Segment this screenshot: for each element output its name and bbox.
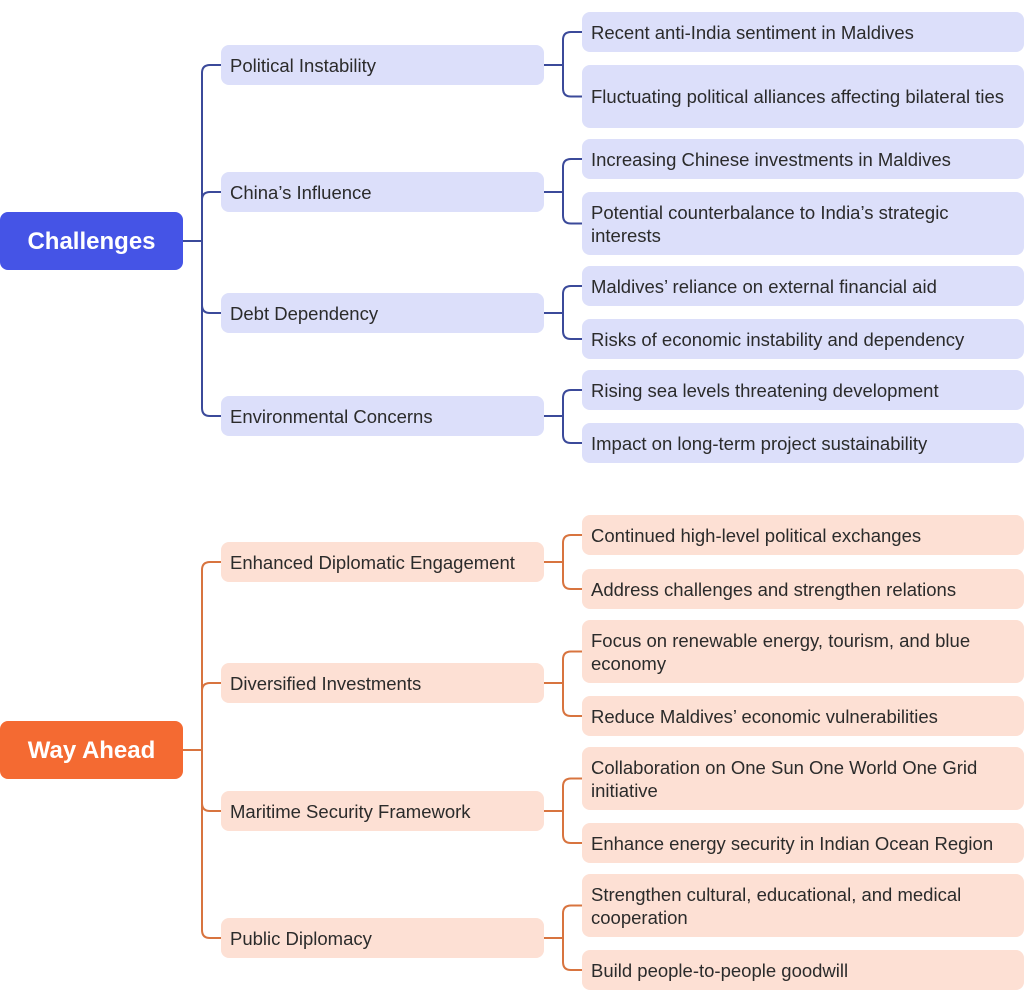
root-challenges: Challenges bbox=[0, 212, 183, 270]
leaf-address-challenges: Address challenges and strengthen relati… bbox=[582, 569, 1024, 609]
leaf-fluctuating-alliances: Fluctuating political alliances affectin… bbox=[582, 65, 1024, 128]
leaf-political-exchanges: Continued high-level political exchanges bbox=[582, 515, 1024, 555]
connector-way-ahead bbox=[182, 561, 222, 939]
branch-diplomatic-engagement: Enhanced Diplomatic Engagement bbox=[221, 542, 544, 582]
connector-china-influence bbox=[543, 158, 583, 225]
branch-diversified-investments: Diversified Investments bbox=[221, 663, 544, 703]
connector-maritime-security bbox=[543, 777, 583, 844]
connector-public-diplomacy bbox=[543, 904, 583, 971]
leaf-reduce-vulnerabilities: Reduce Maldives’ economic vulnerabilitie… bbox=[582, 696, 1024, 736]
leaf-renewable-energy: Focus on renewable energy, tourism, and … bbox=[582, 620, 1024, 683]
connector-challenges bbox=[182, 64, 222, 417]
leaf-anti-india-sentiment: Recent anti-India sentiment in Maldives bbox=[582, 12, 1024, 52]
branch-political-instability: Political Instability bbox=[221, 45, 544, 85]
root-way-ahead: Way Ahead bbox=[0, 721, 183, 779]
leaf-energy-security: Enhance energy security in Indian Ocean … bbox=[582, 823, 1024, 863]
connector-environmental-concerns bbox=[543, 389, 583, 444]
leaf-chinese-investments: Increasing Chinese investments in Maldiv… bbox=[582, 139, 1024, 179]
connector-political-instability bbox=[543, 31, 583, 98]
leaf-counterbalance: Potential counterbalance to India’s stra… bbox=[582, 192, 1024, 255]
leaf-reliance-external-aid: Maldives’ reliance on external financial… bbox=[582, 266, 1024, 306]
branch-maritime-security: Maritime Security Framework bbox=[221, 791, 544, 831]
branch-public-diplomacy: Public Diplomacy bbox=[221, 918, 544, 958]
connector-diplomatic-engagement bbox=[543, 534, 583, 590]
leaf-rising-sea-levels: Rising sea levels threatening developmen… bbox=[582, 370, 1024, 410]
leaf-one-sun-one-grid: Collaboration on One Sun One World One G… bbox=[582, 747, 1024, 810]
leaf-people-goodwill: Build people-to-people goodwill bbox=[582, 950, 1024, 990]
leaf-cultural-cooperation: Strengthen cultural, educational, and me… bbox=[582, 874, 1024, 937]
leaf-project-sustainability: Impact on long-term project sustainabili… bbox=[582, 423, 1024, 463]
branch-china-influence: China’s Influence bbox=[221, 172, 544, 212]
branch-environmental-concerns: Environmental Concerns bbox=[221, 396, 544, 436]
connector-diversified-investments bbox=[543, 650, 583, 717]
leaf-economic-instability: Risks of economic instability and depend… bbox=[582, 319, 1024, 359]
connector-debt-dependency bbox=[543, 285, 583, 340]
branch-debt-dependency: Debt Dependency bbox=[221, 293, 544, 333]
